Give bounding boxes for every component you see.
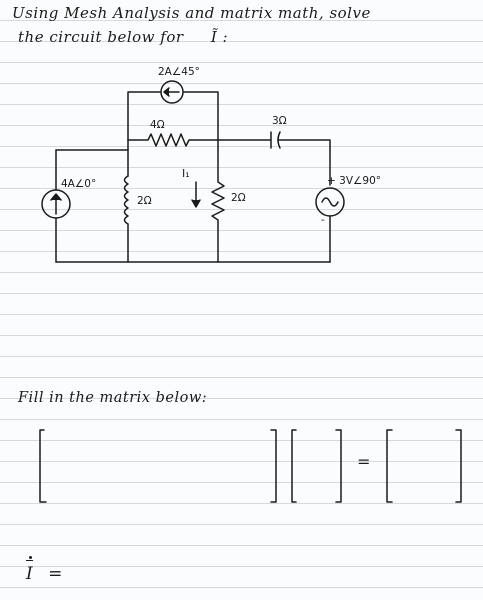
label-current-source-4a: 4A∠0° <box>61 178 97 190</box>
matrix-x-bracket-right <box>335 429 342 503</box>
answer-equals-sign: = <box>48 564 63 584</box>
label-voltage-source-3v: + 3V∠90° <box>327 175 381 187</box>
target-current-symbol: Ĩ : <box>210 28 229 46</box>
label-resistor-4ohm: 4Ω <box>150 119 165 131</box>
matrix-b-bracket-right <box>455 429 462 503</box>
voltage-source-3v <box>315 187 345 263</box>
matrix-x-bracket-left <box>291 429 297 503</box>
left-outer-wires <box>55 149 331 263</box>
label-polarity-plus: + <box>327 175 336 187</box>
resistor-2ohm-middle <box>211 139 225 263</box>
label-current-source-2a: 2A∠45° <box>158 66 200 78</box>
answer-variable: I <box>26 556 33 584</box>
label-capacitor-3ohm: 3Ω <box>272 115 287 127</box>
current-source-2a <box>160 80 184 104</box>
inductor-2ohm <box>123 139 129 263</box>
matrix-instruction: Fill in the matrix below: <box>18 390 208 406</box>
label-polarity-minus: - <box>321 214 325 226</box>
label-resistor-2ohm: 2Ω <box>231 192 246 204</box>
current-arrow-i1 <box>191 181 201 208</box>
matrix-a-bracket-left <box>39 429 47 503</box>
matrix-equals-sign: = <box>357 452 371 471</box>
matrix-b-bracket-left <box>386 429 393 503</box>
capacitor-3ohm <box>217 131 331 186</box>
answer-row: I = <box>26 556 63 584</box>
label-branch-current-i1: I₁ <box>182 167 190 180</box>
label-voltage-value: 3V∠90° <box>339 175 382 187</box>
problem-statement-line-2-text: the circuit below for <box>18 28 184 46</box>
label-inductor-2ohm: 2Ω <box>137 195 152 207</box>
top-branch-wires <box>127 91 219 141</box>
problem-statement-line-1: Using Mesh Analysis and matrix math, sol… <box>12 4 371 22</box>
problem-statement-line-2: the circuit below for Ĩ : <box>18 28 228 46</box>
current-source-4a <box>41 189 71 219</box>
matrix-a-bracket-right <box>270 429 277 503</box>
resistor-4ohm <box>127 133 219 147</box>
